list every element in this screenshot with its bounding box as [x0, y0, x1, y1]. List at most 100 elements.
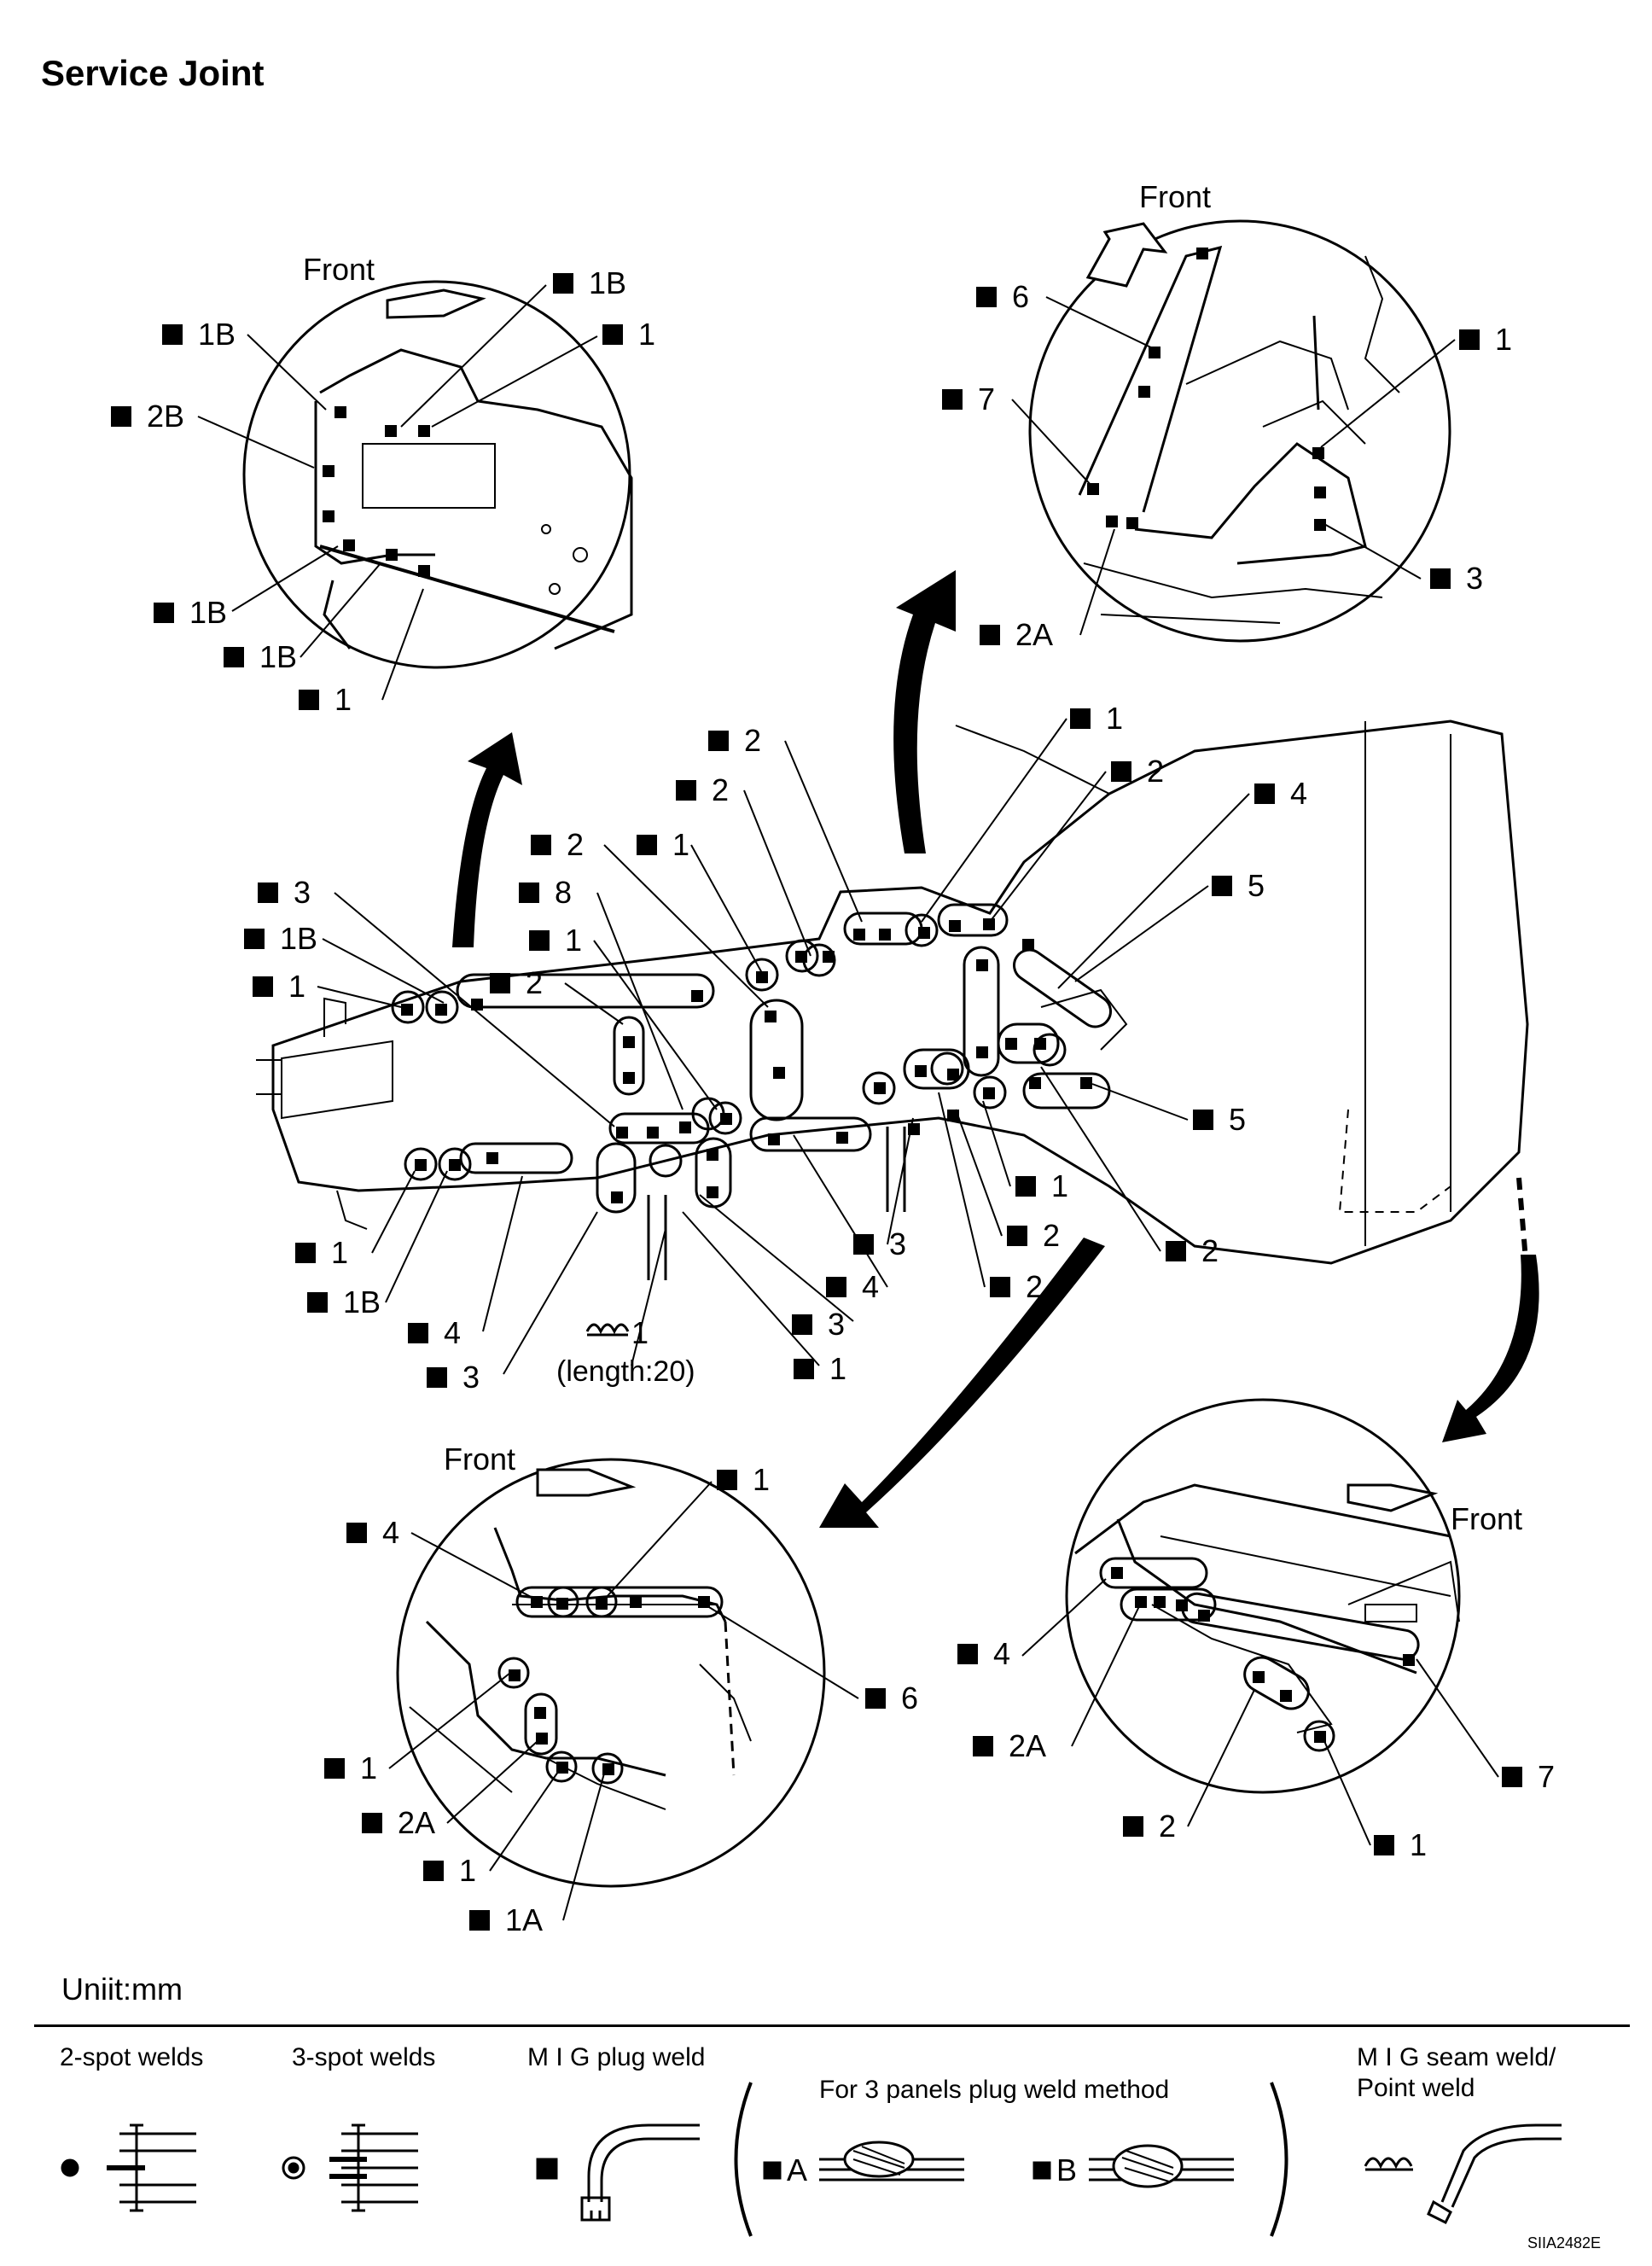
svg-text:1: 1: [829, 1351, 846, 1386]
weld-seams-main: [456, 903, 1113, 1214]
svg-text:1B: 1B: [198, 317, 236, 352]
callouts-bottom-left: 4 1 6 1 2A 1 1A: [324, 1462, 918, 1937]
callout-bottom-right-0: 4: [957, 1636, 1010, 1671]
callout-bottom-left-0: 4: [346, 1515, 399, 1550]
front-label: Front: [303, 252, 375, 287]
weld-group-bottom-left: [497, 1586, 724, 1785]
mig-seam-callout: 1 (length:20): [556, 1315, 695, 1388]
callout-main-right-2: 4: [1254, 776, 1307, 811]
leader-lines-top-right: [1011, 296, 1456, 636]
callout-main-right-3: 5: [1212, 868, 1265, 903]
callout-top-right-1: 7: [942, 382, 995, 417]
callout-main-left-4: 1B: [307, 1284, 381, 1319]
leader-lines-top-left: [197, 284, 598, 701]
svg-text:1: 1: [334, 682, 352, 717]
page-title: Service Joint: [41, 53, 265, 93]
callout-bottom-left-3: 1: [324, 1750, 377, 1785]
detail-circle-bottom-left: [396, 1458, 826, 1888]
callout-main-left-6: 3: [427, 1360, 480, 1395]
front-arrow-bottom-left-icon: [536, 1468, 637, 1497]
svg-text:2: 2: [526, 965, 543, 1000]
front-arrow-top-left-icon: [386, 288, 486, 319]
callout-top-left-0: 1B: [162, 317, 236, 352]
legend-mig-seam-label-1: M I G seam weld/: [1357, 2043, 1556, 2071]
callout-main-right-6: 2: [1007, 1218, 1060, 1253]
callout-bottom-left-2: 6: [865, 1681, 918, 1716]
callout-top-left-6: 1: [299, 682, 352, 717]
callout-main-center-5: 1: [529, 923, 582, 958]
svg-text:1: 1: [753, 1462, 770, 1497]
callout-main-left-1: 1B: [244, 921, 317, 956]
svg-text:1: 1: [1495, 322, 1512, 357]
svg-text:(length:20): (length:20): [556, 1355, 695, 1388]
three-spot-weld-icon: [282, 2123, 418, 2212]
mig-seam-weld-icon: [1364, 2123, 1562, 2225]
svg-text:4: 4: [444, 1315, 461, 1350]
svg-text:4: 4: [1290, 776, 1307, 811]
svg-text:1: 1: [565, 923, 582, 958]
plug-weld-method-a-label: A: [787, 2152, 807, 2187]
svg-text:8: 8: [555, 875, 572, 910]
callout-bottom-left-6: 1A: [469, 1902, 543, 1937]
svg-text:1B: 1B: [343, 1284, 381, 1319]
callouts-bottom-right: 4 2A 2 1 7: [957, 1636, 1555, 1862]
callout-top-right-2: 1: [1459, 322, 1512, 357]
svg-text:2A: 2A: [1009, 1728, 1046, 1763]
callout-bottom-right-4: 7: [1502, 1759, 1555, 1794]
detail-circle-bottom-right: [1065, 1398, 1461, 1794]
callout-main-center-9: 3: [853, 1226, 906, 1261]
svg-text:1: 1: [288, 969, 305, 1004]
svg-text:1B: 1B: [280, 921, 317, 956]
svg-text:2: 2: [1159, 1809, 1176, 1844]
detail-circle-top-right: [1028, 219, 1451, 643]
svg-text:3: 3: [889, 1226, 906, 1261]
svg-text:2: 2: [1043, 1218, 1060, 1253]
svg-text:1B: 1B: [189, 595, 227, 630]
plug-weld-method-b-label: B: [1056, 2152, 1077, 2187]
legend-bracket-right: [1270, 2082, 1288, 2237]
svg-text:3: 3: [828, 1307, 845, 1342]
weld-spots-bottom-right: [1111, 1567, 1415, 1743]
front-label: Front: [1139, 179, 1211, 214]
svg-text:5: 5: [1229, 1102, 1246, 1137]
callout-main-left-3: 1: [295, 1235, 348, 1270]
callout-main-center-6: 2: [490, 965, 543, 1000]
callout-bottom-right-2: 2: [1123, 1809, 1176, 1844]
legend-3-spot-label: 3-spot welds: [292, 2043, 435, 2071]
legend-bracket-left: [734, 2082, 753, 2237]
svg-text:2: 2: [567, 827, 584, 862]
legend-divider: [34, 2024, 1630, 2027]
callout-main-center-2: 2: [531, 827, 584, 862]
legend-mig-plug-label: M I G plug weld: [527, 2043, 705, 2071]
svg-text:2A: 2A: [398, 1805, 435, 1840]
callout-bottom-left-1: 1: [717, 1462, 770, 1497]
svg-text:2A: 2A: [1015, 617, 1053, 652]
callout-top-left-5: 1B: [224, 639, 297, 674]
callout-top-left-1: 1B: [553, 265, 626, 300]
callout-bottom-left-4: 2A: [362, 1805, 435, 1840]
mig-plug-weld-icon: [536, 2123, 700, 2222]
svg-text:6: 6: [901, 1681, 918, 1716]
svg-text:1: 1: [1410, 1827, 1427, 1862]
svg-text:1: 1: [638, 317, 655, 352]
curved-arrows: [452, 570, 1539, 1528]
plug-weld-method-a-icon: [763, 2141, 964, 2182]
legend-mig-seam-label-2: Point weld: [1357, 2074, 1475, 2102]
weld-spots-main: [401, 918, 1092, 1203]
callout-top-left-3: 2B: [111, 399, 184, 434]
callout-main-center-7: 3: [792, 1307, 845, 1342]
legend-2-spot-label: 2-spot welds: [60, 2043, 203, 2071]
legend-3-panel-label: For 3 panels plug weld method: [819, 2076, 1169, 2104]
weld-group-top-left: [323, 406, 430, 577]
weld-group-top-right: [1087, 248, 1326, 531]
unit-label: Uniit:mm: [61, 1972, 183, 2007]
callout-main-center-4: 8: [519, 875, 572, 910]
callout-main-right-5: 1: [1015, 1168, 1068, 1203]
svg-text:2: 2: [1147, 754, 1164, 789]
weld-spots-bottom-left: [509, 1596, 710, 1775]
legend: 2-spot welds 3-spot welds M I G plug wel…: [60, 2043, 1562, 2237]
callouts-main: 3 1B 1 1 1B 4 3 2 2 2 1 8 1 2 3 4 3 1 1 …: [244, 701, 1307, 1395]
svg-text:1: 1: [459, 1853, 476, 1888]
callout-main-right-1: 2: [1111, 754, 1164, 789]
